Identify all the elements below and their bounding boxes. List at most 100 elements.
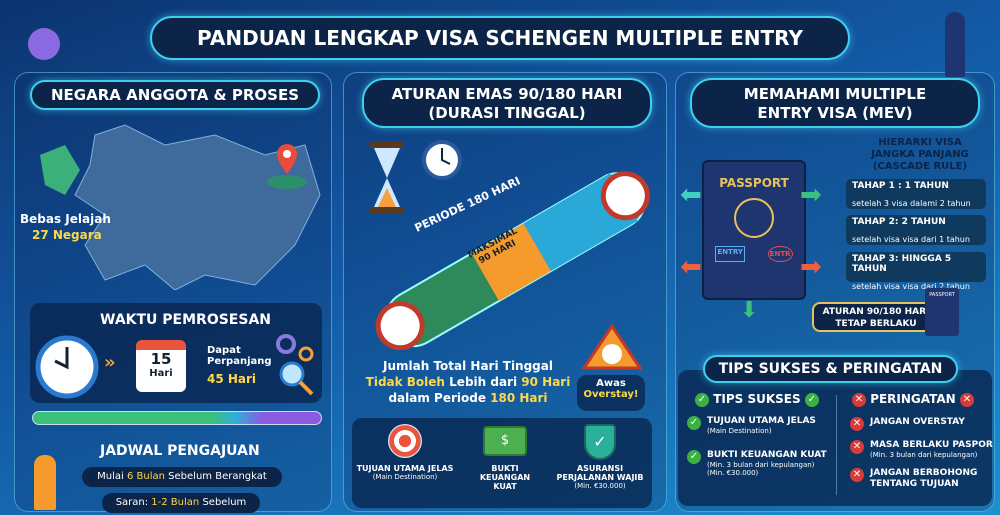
tips-heading: TIPS SUKSES & PERINGATAN: [703, 355, 958, 383]
extend-label: Dapat Perpanjang: [207, 345, 272, 367]
heading-line: (DURASI TINGGAL): [428, 104, 586, 122]
rule-note-line: TETAP BERLAKU: [835, 319, 917, 329]
left-heading: NEGARA ANGGOTA & PROSES: [30, 80, 320, 110]
money-icon: $: [483, 426, 527, 456]
globe-icon: [734, 198, 774, 238]
tip-item: ✓ BUKTI KEUANGAN KUAT(Min. 3 bulan dari k…: [687, 450, 827, 478]
arrow-right-icon: ➡: [800, 180, 822, 210]
duration-tube: [375, 171, 650, 350]
tier-desc: setelah 3 visa dalami 2 tahun: [852, 199, 971, 208]
schedule-text: Saran:: [115, 497, 152, 508]
warning-title: MASA BERLAKU PASPOR: [870, 440, 993, 450]
x-icon: ✕: [850, 440, 864, 454]
traveler-illustration: [945, 12, 965, 77]
shield-icon: ✓: [584, 424, 616, 460]
main-title: PANDUAN LENGKAP VISA SCHENGEN MULTIPLE E…: [150, 16, 850, 60]
rule-highlight: 180 Hari: [490, 391, 548, 405]
requirement-item: $ BUKTI KEUANGAN KUAT: [460, 424, 550, 491]
rule-text-part: Lebih dari: [444, 375, 522, 389]
tips-subheading: ✓ TIPS SUKSES ✓: [695, 392, 819, 407]
requirement-item: TUJUAN UTAMA JELAS (Main Destination): [355, 424, 455, 481]
alarm-clock-icon: [422, 140, 462, 180]
warning-title: JANGAN OVERSTAY: [870, 417, 965, 427]
tip-sub: (Main Destination): [707, 426, 772, 435]
check-icon: ✓: [695, 392, 709, 407]
days-unit: Hari: [149, 368, 173, 379]
roam-label: Bebas Jelajah: [20, 212, 111, 226]
warnings-subheading: ✕ PERINGATAN ✕: [852, 392, 974, 407]
schedule-text: Sebelum: [199, 497, 247, 508]
extend-value: 45 Hari: [207, 372, 257, 386]
schedule-heading: JADWAL PENGAJUAN: [100, 443, 260, 459]
processing-heading: WAKTU PEMROSESAN: [100, 312, 272, 328]
warning-line: Overstay!: [583, 389, 639, 400]
hierarchy-line: HIERARKI VISA: [878, 137, 962, 148]
heading-line: MEMAHAMI MULTIPLE: [743, 85, 927, 103]
heading-line: ENTRY VISA (MEV): [757, 104, 913, 122]
arrow-down-icon: ⬇: [740, 298, 759, 323]
tier-1: TAHAP 1 : 1 TAHUN setelah 3 visa dalami 2…: [846, 179, 986, 209]
tip-sub: (Min. 3 bulan dari kepulangan): [707, 460, 815, 469]
x-icon: ✕: [959, 392, 974, 407]
small-passport-icon: PASSPORT: [925, 288, 959, 336]
tip-title: BUKTI KEUANGAN KUAT: [707, 450, 827, 460]
entry-stamp: ENTR: [767, 246, 793, 262]
warning-item: ✕ JANGAN OVERSTAY: [850, 417, 965, 431]
tier-desc: setelah visa visa dari 2 tahun: [852, 282, 970, 291]
tip-title: TUJUAN UTAMA JELAS: [707, 416, 816, 426]
x-icon: ✕: [850, 417, 864, 431]
requirement-item: ✓ ASURANSI PERJALANAN WAJIB (Min. €30.00…: [550, 424, 650, 490]
tips-card: [678, 370, 992, 506]
warning-item: ✕MASA BERLAKU PASPOR(Min. 3 bulan dari k…: [850, 440, 993, 459]
tier-desc: setelah visa visa dari 1 tahun: [852, 235, 970, 244]
requirement-sub: (Min. €30.000): [574, 482, 626, 490]
entry-stamp: ENTRY: [715, 246, 745, 262]
target-icon: [388, 424, 422, 458]
rule-text: Jumlah Total Hari Tinggal Tidak Boleh Le…: [358, 358, 578, 406]
hourglass-icon: [370, 142, 404, 213]
middle-heading: ATURAN EMAS 90/180 HARI(DURASI TINGGAL): [362, 78, 652, 128]
arrows-icon: »: [104, 352, 116, 373]
check-icon: ✓: [687, 450, 701, 464]
rule-highlight: 90 Hari: [521, 375, 571, 389]
rule-highlight: Tidak Boleh: [365, 375, 445, 389]
tip-item: ✓ TUJUAN UTAMA JELAS(Main Destination): [687, 416, 816, 435]
europe-map: [40, 124, 321, 290]
timeline-bar: [32, 411, 322, 425]
tier-title: TAHAP 3: HINGGA 5 TAHUN: [852, 254, 952, 274]
roam-count: 27 Negara: [32, 228, 102, 242]
arrow-left-icon: ⬅: [680, 252, 702, 282]
warning-item: ✕ JANGAN BERBOHONG TENTANG TUJUAN: [850, 468, 980, 490]
clock-icon: [35, 335, 99, 399]
schedule-line2: Saran: 1-2 Bulan Sebelum: [102, 493, 260, 513]
requirement-sub: (Main Destination): [372, 473, 438, 481]
schedule-highlight: 6 Bulan: [127, 471, 165, 482]
warning-title: JANGAN BERBOHONG TENTANG TUJUAN: [870, 468, 978, 489]
chat-bubble-icon: [28, 28, 60, 60]
tips-label: TIPS SUKSES: [713, 392, 801, 406]
arrow-left-icon: ⬅: [680, 180, 702, 210]
location-pin-icon: [267, 144, 307, 189]
rule-note: ATURAN 90/180 HARI TETAP BERLAKU: [812, 302, 940, 332]
rule-note-line: ATURAN 90/180 HARI: [822, 307, 930, 317]
warning-icon: [581, 323, 643, 370]
gears-magnifier-icon: [276, 334, 314, 396]
rule-text-part: dalam Periode: [388, 391, 491, 405]
x-icon: ✕: [850, 468, 864, 482]
tier-title: TAHAP 1 : 1 TAHUN: [852, 181, 949, 191]
requirement-title: BUKTI KEUANGAN KUAT: [479, 464, 531, 491]
heading-line: ATURAN EMAS 90/180 HARI: [391, 85, 623, 103]
requirement-title: TUJUAN UTAMA JELAS: [356, 464, 454, 473]
check-icon: ✓: [687, 416, 701, 430]
days-number: 15: [150, 350, 172, 368]
arrow-right-icon: ➡: [800, 252, 822, 282]
schedule-highlight: 1-2 Bulan: [151, 497, 200, 508]
hierarchy-line: (CASCADE RULE): [872, 161, 968, 172]
tip-sub: (Min. €30.000): [707, 469, 759, 478]
schedule-text: Sebelum Berangkat: [165, 471, 267, 482]
